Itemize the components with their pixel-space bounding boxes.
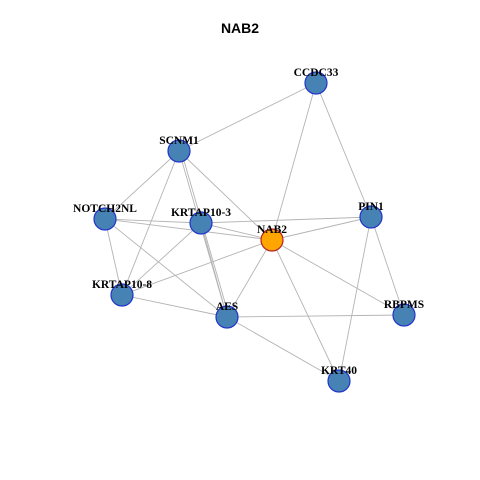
node-ccdc33[interactable]: CCDC33 bbox=[294, 67, 339, 95]
node-circle-aes[interactable] bbox=[215, 305, 239, 329]
node-circle-notch2nl[interactable] bbox=[93, 207, 117, 231]
node-rbpms[interactable]: RBPMS bbox=[384, 299, 424, 327]
node-circle-pin1[interactable] bbox=[359, 205, 383, 229]
node-label-scnm1: SCNM1 bbox=[159, 135, 199, 147]
edge-notch2nl-nab2 bbox=[104, 218, 273, 241]
node-scnm1[interactable]: SCNM1 bbox=[159, 135, 199, 163]
node-circle-rbpms[interactable] bbox=[392, 303, 416, 327]
edge-krtap10-3-krtap10-8 bbox=[121, 222, 202, 296]
edge-scnm1-krtap10-8 bbox=[121, 150, 180, 296]
node-label-rbpms: RBPMS bbox=[384, 299, 424, 311]
node-circle-krtap10-3[interactable] bbox=[189, 211, 213, 235]
node-circle-nab2[interactable] bbox=[260, 228, 284, 252]
edge-nab2-krt40 bbox=[271, 239, 340, 382]
edge-aes-rbpms bbox=[226, 314, 405, 318]
edge-krtap10-3-aes bbox=[200, 222, 228, 318]
node-circle-krt40[interactable] bbox=[327, 369, 351, 393]
edge-scnm1-aes bbox=[180, 150, 230, 318]
node-circle-scnm1[interactable] bbox=[167, 139, 191, 163]
edge-nab2-pin1 bbox=[271, 216, 372, 241]
edge-nab2-rbpms bbox=[271, 239, 405, 316]
edge-scnm1-nab2 bbox=[178, 150, 273, 241]
node-label-notch2nl: NOTCH2NL bbox=[73, 203, 137, 215]
edge-scnm1-notch2nl bbox=[104, 150, 180, 220]
edge-aes-krt40 bbox=[226, 316, 340, 382]
node-aes[interactable]: AES bbox=[215, 301, 239, 329]
node-label-aes: AES bbox=[216, 301, 238, 313]
node-pin1[interactable]: PIN1 bbox=[358, 201, 384, 229]
edge-krtap10-3-nab2 bbox=[200, 222, 273, 241]
edge-ccdc33-nab2 bbox=[271, 82, 317, 241]
node-nab2[interactable]: NAB2 bbox=[257, 224, 287, 252]
node-label-krt40: KRT40 bbox=[321, 365, 357, 377]
node-krt40[interactable]: KRT40 bbox=[321, 365, 357, 393]
node-notch2nl[interactable]: NOTCH2NL bbox=[73, 203, 137, 231]
edge-pin1-krt40 bbox=[338, 216, 372, 382]
edges-layer bbox=[104, 82, 405, 382]
edge-nab2-aes bbox=[226, 239, 273, 318]
edge-krtap10-3-pin1 bbox=[200, 216, 372, 224]
node-circle-krtap10-8[interactable] bbox=[110, 283, 134, 307]
node-label-ccdc33: CCDC33 bbox=[294, 67, 339, 79]
edge-ccdc33-pin1 bbox=[315, 82, 372, 218]
node-label-krtap10-3: KRTAP10-3 bbox=[171, 207, 231, 219]
edge-notch2nl-krtap10-8 bbox=[104, 218, 123, 296]
graph-title: NAB2 bbox=[220, 20, 260, 36]
node-label-pin1: PIN1 bbox=[358, 201, 384, 213]
edge-krtap10-8-aes bbox=[121, 294, 228, 318]
edge-notch2nl-krtap10-3 bbox=[104, 218, 202, 224]
node-krtap10-8[interactable]: KRTAP10-8 bbox=[92, 279, 152, 307]
edge-ccdc33-scnm1 bbox=[178, 82, 317, 152]
node-circle-ccdc33[interactable] bbox=[304, 71, 328, 95]
node-label-krtap10-8: KRTAP10-8 bbox=[92, 279, 152, 291]
node-krtap10-3[interactable]: KRTAP10-3 bbox=[171, 207, 231, 235]
edge-notch2nl-aes bbox=[104, 218, 228, 318]
node-label-nab2: NAB2 bbox=[257, 224, 287, 236]
edge-pin1-rbpms bbox=[370, 216, 405, 316]
edge-nab2-krtap10-8 bbox=[121, 239, 273, 296]
